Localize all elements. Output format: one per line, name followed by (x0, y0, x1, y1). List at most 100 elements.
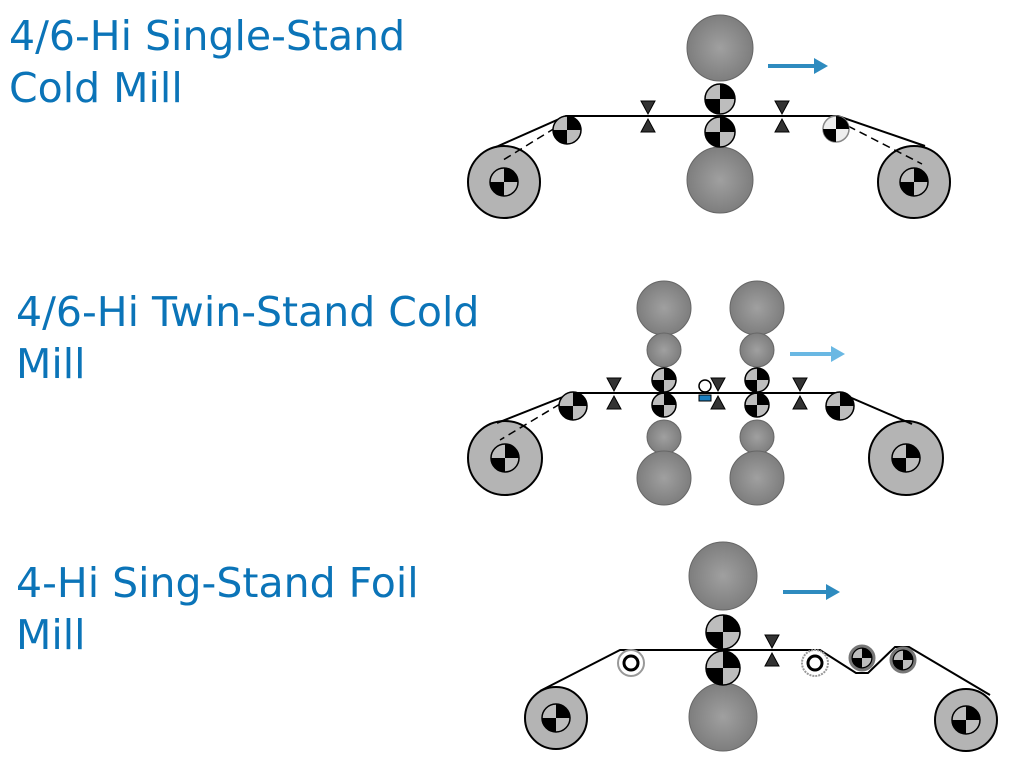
coil-reel (934, 688, 998, 752)
triangle-up (640, 117, 656, 133)
tension-sensor-icon (698, 379, 712, 402)
idler-roll-icon (801, 649, 829, 677)
backup-roll (636, 450, 692, 506)
quadrant (505, 444, 519, 458)
triangle-up (710, 394, 726, 410)
roll-inner (622, 654, 640, 672)
quadrant (745, 405, 757, 417)
quadrant (745, 380, 757, 392)
sensor-ring (698, 379, 712, 393)
quadrant (652, 405, 664, 417)
work-roll-icon (705, 650, 741, 686)
quadrant (914, 168, 928, 182)
work-roll-icon (744, 392, 770, 418)
strip (495, 115, 926, 148)
strip-dashed (847, 125, 923, 165)
thickness-gauge-icon (640, 100, 656, 133)
triangle-down (640, 100, 656, 116)
intermediate-roll (646, 419, 682, 455)
quadrant (862, 648, 872, 658)
backup-roll (729, 280, 785, 336)
quadrant (559, 406, 573, 420)
roll-inner (806, 654, 824, 672)
quadrant (567, 116, 581, 130)
quadrant (966, 706, 980, 720)
quadrant (900, 182, 914, 196)
backup-roll (686, 146, 754, 214)
deflector-roll-icon (552, 115, 582, 145)
backup-roll (636, 280, 692, 336)
work-roll-icon (651, 367, 677, 393)
title-line: Mill (16, 340, 86, 388)
quadrant (723, 651, 740, 668)
quadrant (706, 632, 723, 649)
roll-rim (889, 646, 917, 674)
thickness-gauge-icon (606, 377, 622, 410)
quadrant (852, 658, 862, 668)
bridle-roll-icon (848, 644, 876, 672)
deflector-roll-icon (825, 391, 855, 421)
intermediate-roll (739, 419, 775, 455)
title-line: 4/6-Hi Single-Stand (9, 12, 406, 60)
quadrant (723, 615, 740, 632)
intermediate-roll (739, 332, 775, 368)
quadrant (664, 393, 676, 405)
quadrant (573, 392, 587, 406)
title-line: Cold Mill (9, 64, 183, 112)
work-roll-icon (704, 83, 736, 115)
triangle-up (606, 394, 622, 410)
triangle-up (774, 117, 790, 133)
arrow-head (814, 58, 828, 74)
coil-reel (868, 420, 944, 496)
quadrant (553, 130, 567, 144)
sensor-base (698, 394, 712, 402)
coil-reel (877, 145, 951, 219)
quadrant (952, 720, 966, 734)
quadrant (720, 84, 735, 99)
quadrant (556, 704, 570, 718)
strip-direction-arrow-icon (783, 584, 840, 600)
deflector-roll-icon (558, 391, 588, 421)
diagram-title-single-stand: 4/6-Hi Single-Stand Cold Mill (9, 10, 405, 114)
quadrant (757, 368, 769, 380)
deflector-roll-icon (822, 115, 850, 143)
thickness-gauge-icon (764, 634, 780, 667)
idler-roll-icon (617, 649, 645, 677)
title-line: 4-Hi Sing-Stand Foil (16, 559, 419, 607)
quadrant (652, 380, 664, 392)
quadrant (903, 650, 913, 660)
quadrant (542, 718, 556, 732)
work-roll-icon (744, 367, 770, 393)
quadrant (836, 116, 849, 129)
thickness-gauge-icon (792, 377, 808, 410)
coil-reel (467, 420, 543, 496)
quadrant (705, 132, 720, 147)
bridle-roll-icon (889, 646, 917, 674)
work-roll-icon (704, 116, 736, 148)
triangle-down (792, 377, 808, 393)
strip-direction-arrow-icon (790, 346, 845, 362)
diagram-title-foil-mill: 4-Hi Sing-Stand Foil Mill (16, 557, 419, 661)
backup-roll (686, 14, 754, 82)
triangle-down (764, 634, 780, 650)
work-roll-icon (651, 392, 677, 418)
quadrant (892, 458, 906, 472)
strip-direction-arrow-icon (768, 58, 828, 74)
quadrant (705, 99, 720, 114)
roll-rim (848, 644, 876, 672)
quadrant (664, 368, 676, 380)
strip (496, 392, 913, 425)
quadrant (757, 393, 769, 405)
quadrant (826, 406, 840, 420)
diagram-title-twin-stand: 4/6-Hi Twin-Stand Cold Mill (16, 286, 479, 390)
strip-dashed (499, 403, 561, 441)
thickness-gauge-icon (710, 377, 726, 410)
quadrant (840, 392, 854, 406)
strip (539, 646, 991, 696)
coil-reel (524, 686, 588, 750)
quadrant (893, 660, 903, 670)
quadrant (720, 117, 735, 132)
title-line: Mill (16, 611, 86, 659)
quadrant (906, 444, 920, 458)
